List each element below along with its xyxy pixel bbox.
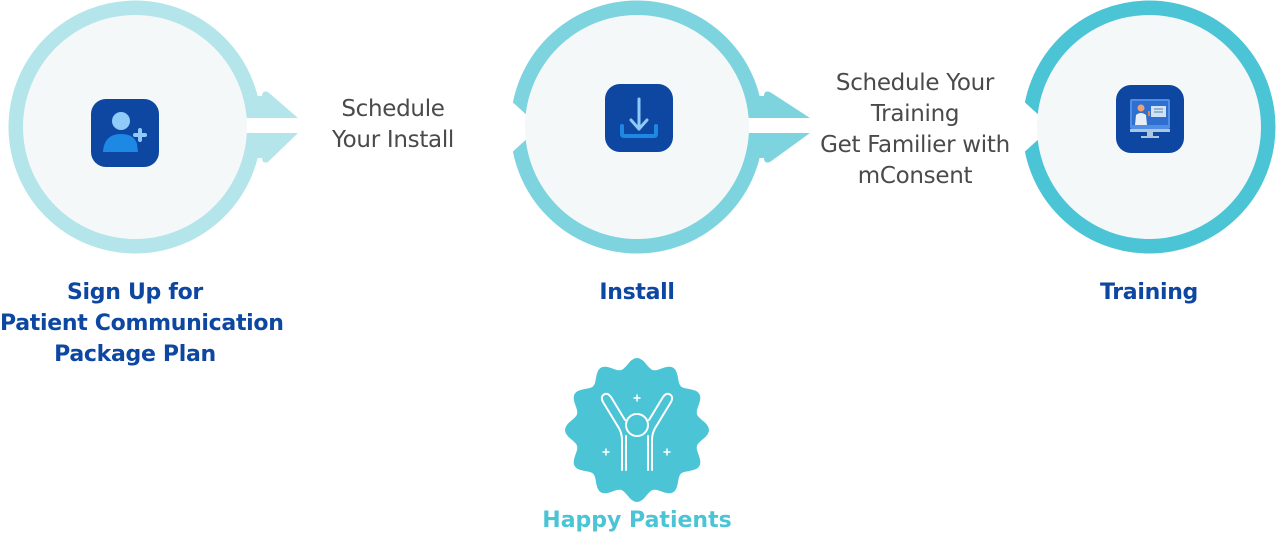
connector-2-line: Schedule Your [835, 70, 995, 96]
download-icon [605, 84, 673, 152]
step-1-label-line: Package Plan [54, 342, 216, 367]
step-3-label: Training [1049, 277, 1249, 308]
connector-1-line: Your Install [331, 127, 455, 153]
step-2-label-line: Install [599, 280, 675, 305]
step-2-label: Install [537, 277, 737, 308]
connector-2-text: Schedule Your Training Get Familier with… [805, 68, 1025, 192]
step-1-label: Sign Up for Patient Communication Packag… [0, 277, 284, 370]
connector-2-line: Training [870, 101, 960, 127]
training-monitor-icon [1116, 85, 1184, 153]
add-user-icon [91, 99, 159, 167]
outcome-label: Happy Patients [542, 508, 732, 533]
connector-2-line: Get Familier with [820, 132, 1010, 158]
step-1-label-line: Patient Communication [0, 311, 284, 336]
connector-1-line: Schedule [341, 96, 445, 122]
connector-1-text: Schedule Your Install [303, 94, 483, 156]
step-3-label-line: Training [1099, 280, 1199, 305]
celebrating-person-icon [565, 358, 709, 502]
connector-2-line: mConsent [857, 163, 973, 189]
step-1-label-line: Sign Up for [67, 280, 203, 305]
